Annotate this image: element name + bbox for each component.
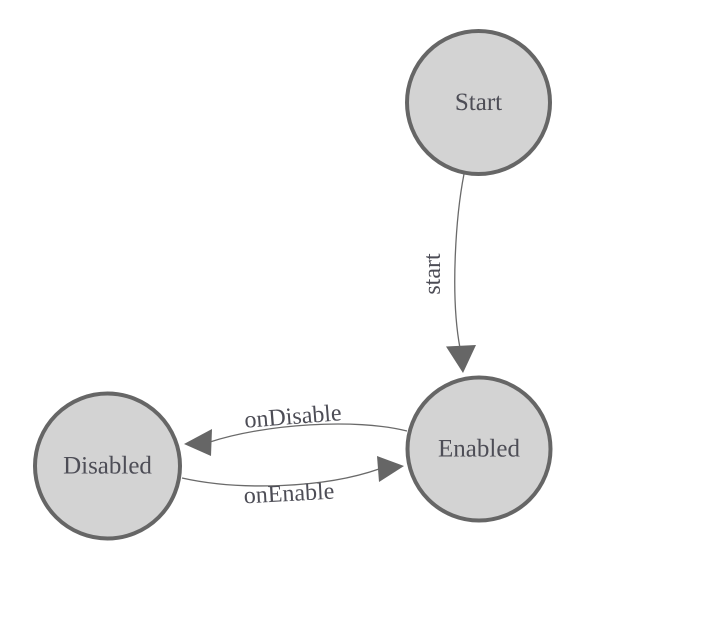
state-node-disabled-label: Disabled: [63, 453, 152, 480]
state-node-enabled[interactable]: Enabled: [405, 375, 553, 523]
state-node-disabled-circle[interactable]: [33, 391, 182, 541]
state-node-start-label: Start: [455, 89, 502, 116]
state-node-start[interactable]: Start: [405, 29, 552, 176]
state-node-enabled-circle[interactable]: [405, 375, 553, 523]
edge-enabled-to-disabled: onDisable: [184, 400, 408, 456]
edge-label-start: start: [420, 253, 446, 295]
edge-start-to-enabled: start: [420, 173, 476, 373]
state-node-disabled[interactable]: Disabled: [33, 391, 182, 541]
edge-label-onenable: onEnable: [243, 479, 335, 510]
arrowhead-enabled-to-disabled: [184, 429, 212, 456]
edge-line-start-to-enabled: [454, 173, 465, 349]
state-node-enabled-label: Enabled: [438, 436, 520, 463]
arrowhead-disabled-to-enabled: [377, 456, 404, 482]
edge-line-disabled-to-enabled: [181, 468, 380, 487]
edge-disabled-to-enabled: onEnable: [181, 456, 404, 510]
edge-line-enabled-to-disabled: [209, 423, 408, 443]
edge-label-ondisable: onDisable: [243, 400, 342, 434]
state-node-start-circle[interactable]: [405, 29, 552, 176]
arrowhead-start-to-enabled: [446, 345, 476, 373]
